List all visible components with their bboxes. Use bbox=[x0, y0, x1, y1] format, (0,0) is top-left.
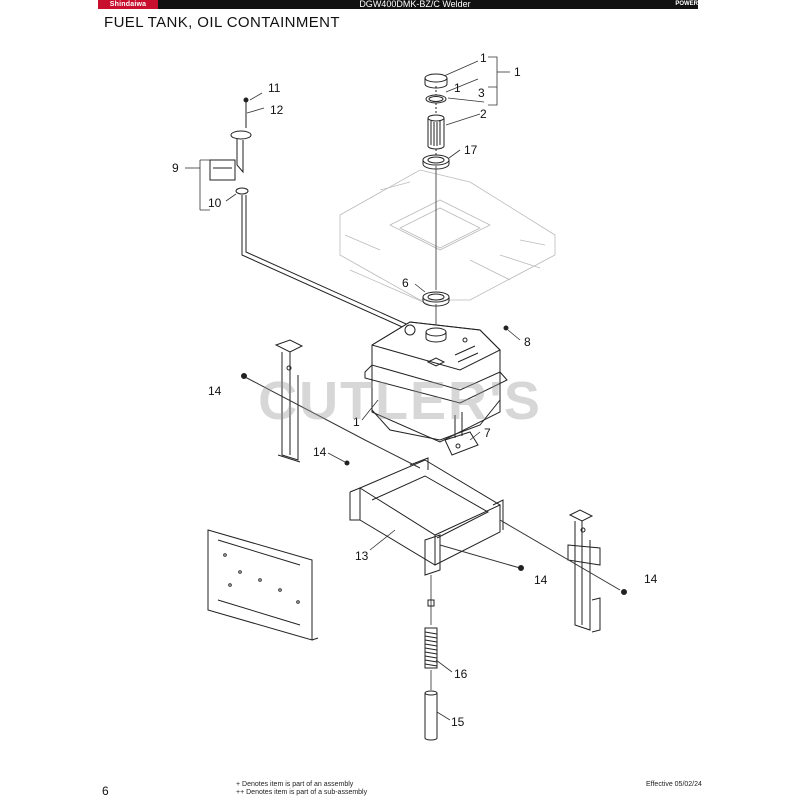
drain-spring bbox=[424, 627, 438, 669]
section-title: FUEL TANK, OIL CONTAINMENT bbox=[104, 14, 340, 31]
left-support-post bbox=[274, 339, 304, 463]
fuel-cap bbox=[424, 73, 448, 89]
skid-rail bbox=[207, 529, 319, 641]
effective-date: Effective 05/02/24 bbox=[646, 781, 702, 788]
header-bar bbox=[98, 0, 698, 9]
right-support-post bbox=[567, 509, 601, 633]
footnotes: + Denotes item is part of an assembly ++… bbox=[236, 781, 367, 797]
callout-label: 8 bbox=[524, 335, 531, 349]
partner-logo: POWER bbox=[675, 1, 698, 7]
drain-hose bbox=[424, 690, 438, 741]
callout-label: 3 bbox=[478, 86, 485, 100]
bolt bbox=[518, 565, 524, 571]
callout-label: 14 bbox=[313, 445, 327, 459]
callout-label: 11 bbox=[268, 81, 281, 95]
hold-down-bracket bbox=[444, 325, 509, 456]
callout-label: 17 bbox=[464, 143, 478, 157]
callout-label: 6 bbox=[402, 276, 409, 290]
callout-label: 1 bbox=[514, 65, 521, 79]
callout-label: 2 bbox=[480, 107, 487, 121]
callout-label: 1 bbox=[480, 51, 487, 65]
bolt bbox=[241, 373, 247, 379]
page-number: 6 bbox=[102, 784, 109, 798]
callout-label: 10 bbox=[208, 196, 222, 210]
fuel-gauge bbox=[209, 97, 431, 361]
callout-label: 14 bbox=[208, 384, 222, 398]
fuel-tank bbox=[364, 321, 508, 443]
callout-label: 12 bbox=[270, 103, 284, 117]
callout-label: 1 bbox=[353, 415, 360, 429]
brand-logo: Shindaiwa bbox=[98, 0, 158, 9]
callout-label: 14 bbox=[534, 573, 548, 587]
bolt bbox=[621, 589, 627, 595]
footnote-assembly: + Denotes item is part of an assembly bbox=[236, 781, 354, 788]
engine-frame-outline bbox=[339, 169, 556, 306]
oil-containment-tray bbox=[344, 457, 504, 576]
leader-lines bbox=[185, 56, 521, 721]
footnote-subassembly: ++ Denotes item is part of a sub-assembl… bbox=[236, 789, 368, 796]
callout-label: 13 bbox=[355, 549, 369, 563]
callout-label: 15 bbox=[451, 715, 465, 729]
model-title: DGW400DMK-BZ/C Welder bbox=[359, 0, 471, 9]
fuel-strainer bbox=[427, 114, 445, 150]
callout-label: 7 bbox=[484, 426, 491, 440]
bolt-lines bbox=[244, 376, 621, 591]
callout-label: 16 bbox=[454, 667, 468, 681]
callout-label: 1 bbox=[454, 81, 461, 95]
callout-label: 9 bbox=[172, 161, 179, 175]
callout-label: 14 bbox=[644, 572, 658, 586]
